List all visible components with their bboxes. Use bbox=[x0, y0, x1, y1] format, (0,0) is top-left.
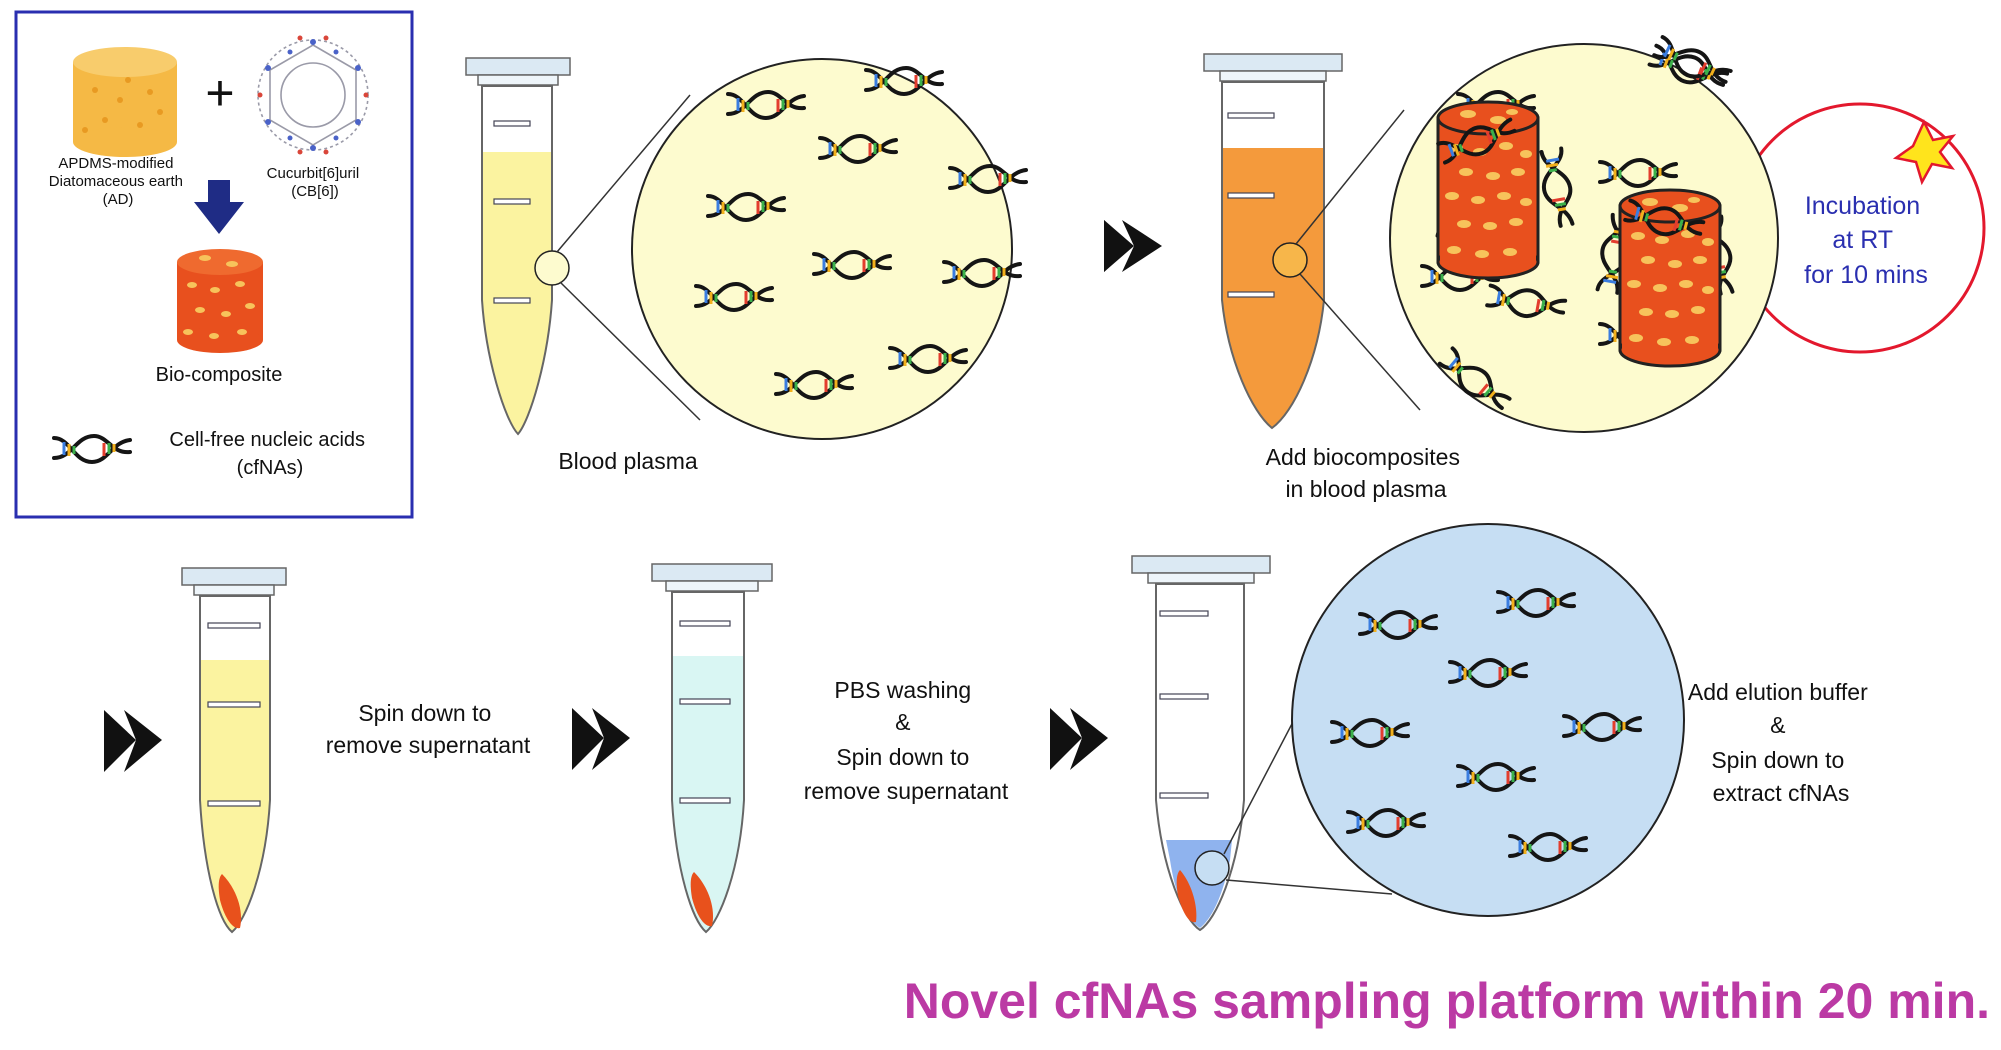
cb-label: Cucurbit[6]uril (CB[6]) bbox=[267, 165, 364, 200]
step3-tube bbox=[181, 567, 287, 934]
step5-label: Add elution buffer & Spin down to extrac… bbox=[1688, 679, 1874, 806]
chevron-arrow-icon bbox=[104, 710, 162, 772]
step4-tube bbox=[651, 563, 773, 934]
incubation-label: Incubation at RT for 10 mins bbox=[1804, 192, 1928, 289]
legend-box: + APDMS-modified Diatomaceous earth (AD)… bbox=[14, 10, 414, 519]
step2-label: Add biocomposites in blood plasma bbox=[1266, 444, 1467, 502]
step5-zoom-circle bbox=[1291, 523, 1685, 917]
step1-zoom-circle bbox=[631, 58, 1028, 440]
step3-label: Spin down to remove supernatant bbox=[326, 700, 531, 758]
step2-zoom-circle bbox=[1389, 41, 1779, 433]
down-arrow-icon bbox=[194, 180, 244, 234]
star-icon bbox=[1892, 119, 1957, 186]
chevron-arrow-icon bbox=[572, 708, 630, 770]
step5-tube bbox=[1131, 555, 1271, 932]
cucurbituril-icon bbox=[257, 35, 369, 155]
plus-sign: + bbox=[205, 65, 234, 121]
biocomposite-label: Bio-composite bbox=[156, 364, 283, 386]
diatomaceous-earth-icon bbox=[73, 47, 177, 157]
step1-label: Blood plasma bbox=[558, 448, 698, 474]
step4-label: PBS washing & Spin down to remove supern… bbox=[804, 677, 1009, 804]
biocomposite-icon bbox=[177, 249, 263, 353]
cfna-label: Cell-free nucleic acids (cfNAs) bbox=[169, 429, 370, 479]
footer-title: Novel cfNAs sampling platform within 20 … bbox=[904, 973, 1990, 1029]
step1-tube bbox=[465, 57, 571, 436]
chevron-arrow-icon bbox=[1104, 220, 1162, 272]
chevron-arrow-icon bbox=[1050, 708, 1108, 770]
step2-tube bbox=[1203, 53, 1343, 430]
ad-label: APDMS-modified Diatomaceous earth (AD) bbox=[49, 155, 187, 208]
